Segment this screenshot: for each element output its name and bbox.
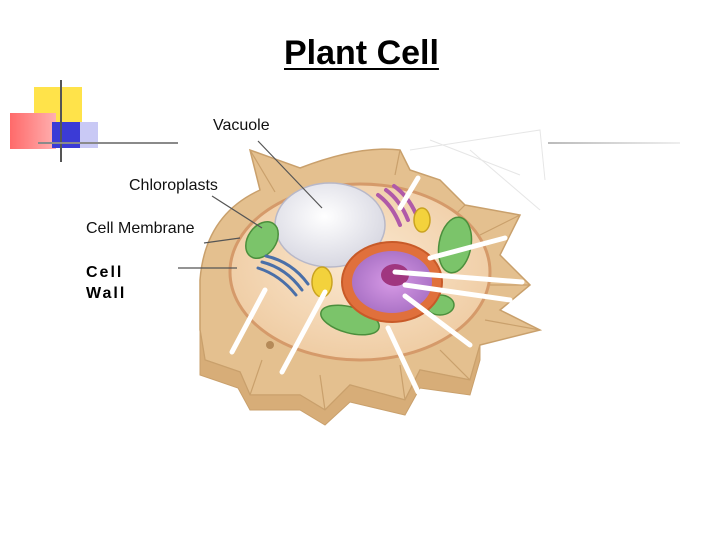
endoplasmic-reticulum-blue bbox=[256, 254, 310, 297]
deco-horizontal-rule-right bbox=[548, 142, 680, 144]
label-cell-membrane: Cell Membrane bbox=[86, 220, 195, 237]
deco-light-blue-square bbox=[80, 122, 98, 148]
background-sketch bbox=[409, 129, 546, 211]
label-cell-wall-line1: Cell bbox=[86, 264, 124, 281]
label-vacuole: Vacuole bbox=[213, 117, 270, 134]
label-leader-lines bbox=[178, 140, 323, 269]
chloroplasts bbox=[245, 216, 473, 336]
label-cell-wall-line2: Wall bbox=[86, 285, 127, 302]
label-cell-wall: Cell Wall bbox=[86, 262, 126, 304]
pointer-lines-white bbox=[229, 175, 525, 395]
page-title: Plant Cell bbox=[284, 34, 439, 72]
mitochondria bbox=[311, 207, 431, 298]
deco-vertical-line bbox=[60, 80, 62, 162]
deco-horizontal-rule-left bbox=[38, 142, 178, 144]
label-chloroplasts: Chloroplasts bbox=[129, 177, 218, 194]
